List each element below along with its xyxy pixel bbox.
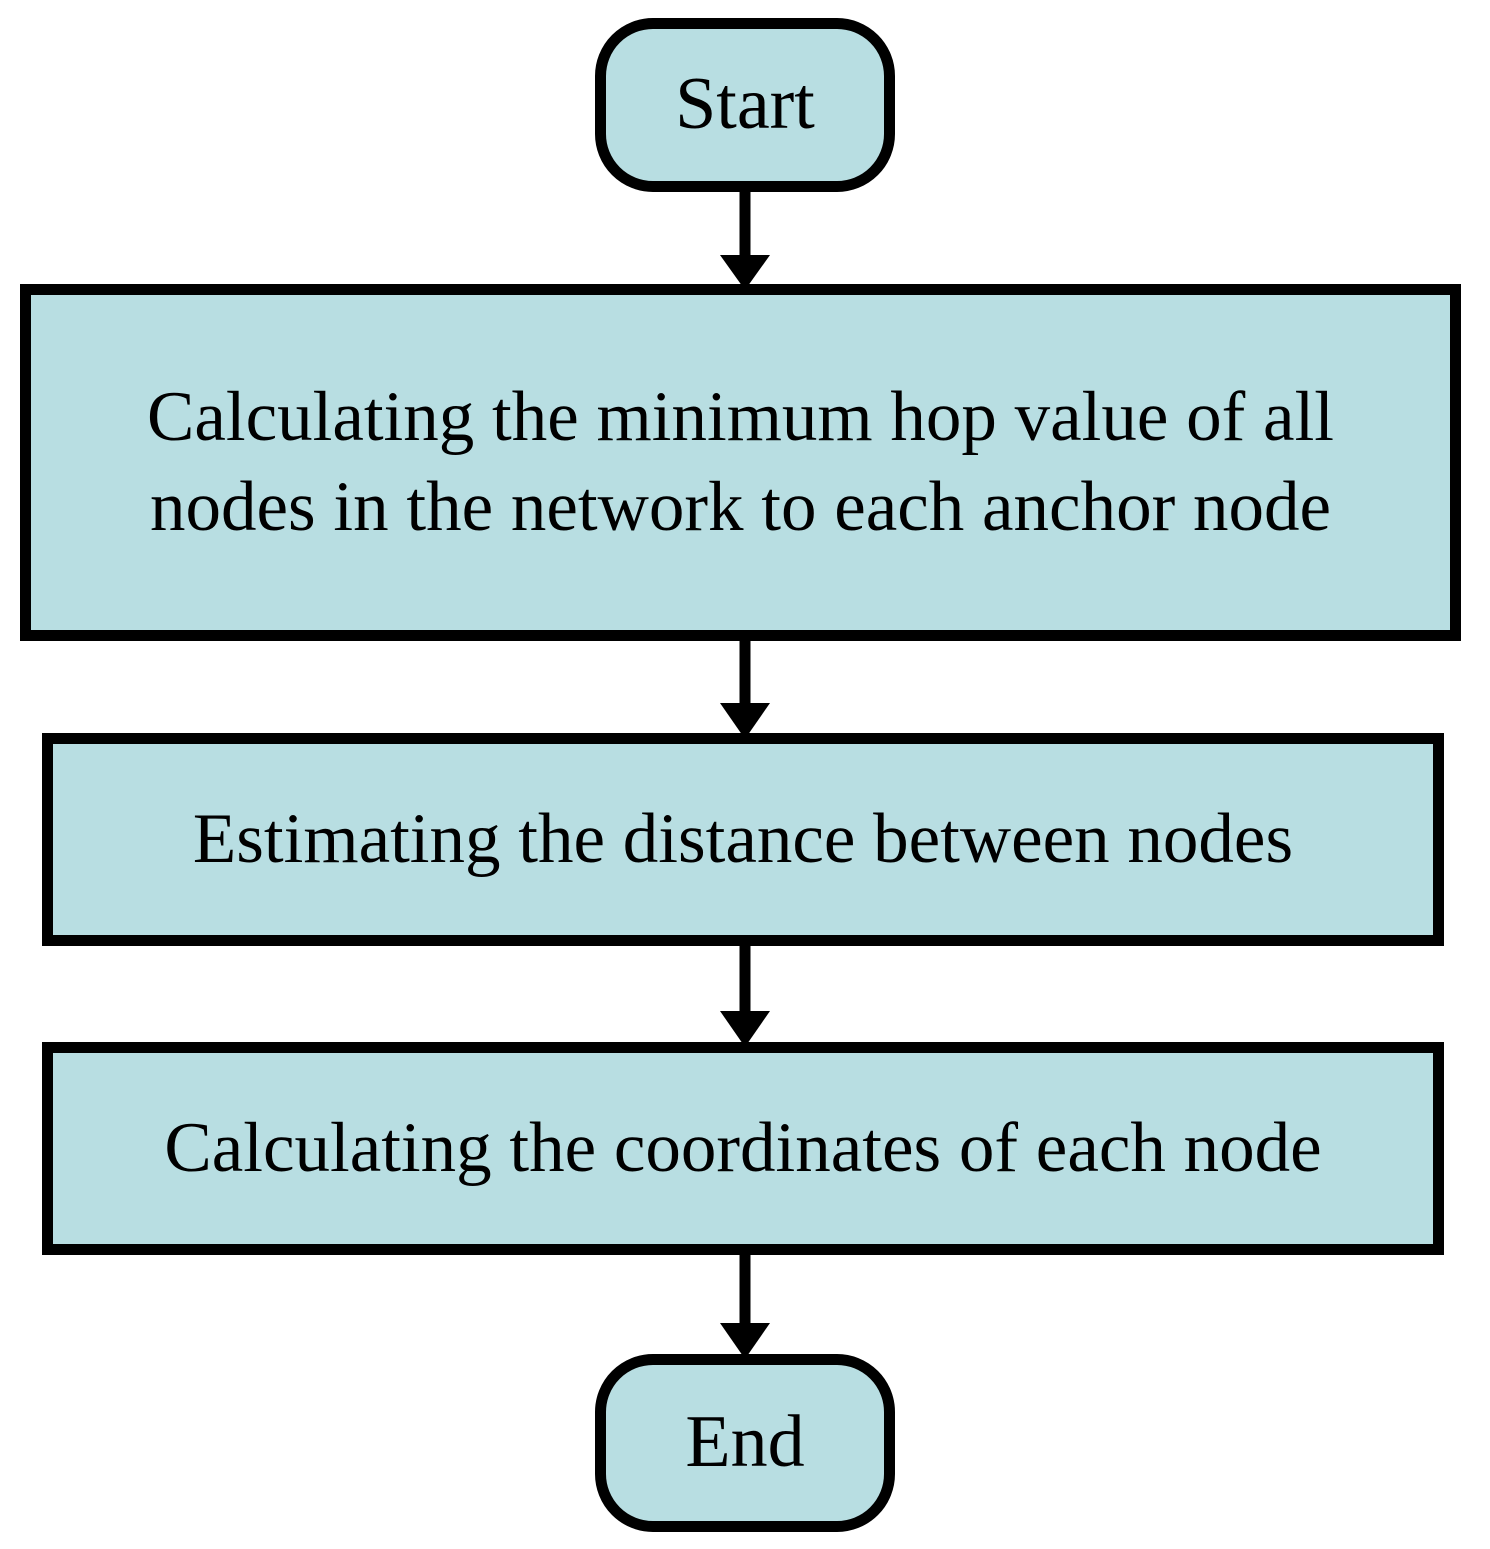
edge-step1-to-step2 — [720, 641, 770, 739]
flow-node-estimate-distance-between-nodes[interactable]: Estimating the distance between nodes — [42, 733, 1444, 946]
flow-node-calculate-coordinates[interactable]: Calculating the coordinates of each node — [42, 1042, 1444, 1255]
edge-step3-to-end — [720, 1255, 770, 1359]
flow-node-start[interactable]: Start — [595, 18, 895, 192]
flow-node-step1-label: Calculating the minimum hop value of all… — [146, 378, 1335, 546]
flow-node-end-label: End — [685, 1401, 805, 1484]
flow-node-step3-label: Calculating the coordinates of each node — [164, 1108, 1322, 1187]
edge-step2-to-step3 — [720, 946, 770, 1047]
edge-start-to-step1 — [720, 192, 770, 290]
flow-node-end[interactable]: End — [595, 1354, 895, 1532]
flow-node-step2-label: Estimating the distance between nodes — [192, 799, 1294, 878]
flow-node-calculate-minimum-hop-value[interactable]: Calculating the minimum hop value of all… — [20, 284, 1461, 641]
flow-node-start-label: Start — [675, 63, 815, 146]
